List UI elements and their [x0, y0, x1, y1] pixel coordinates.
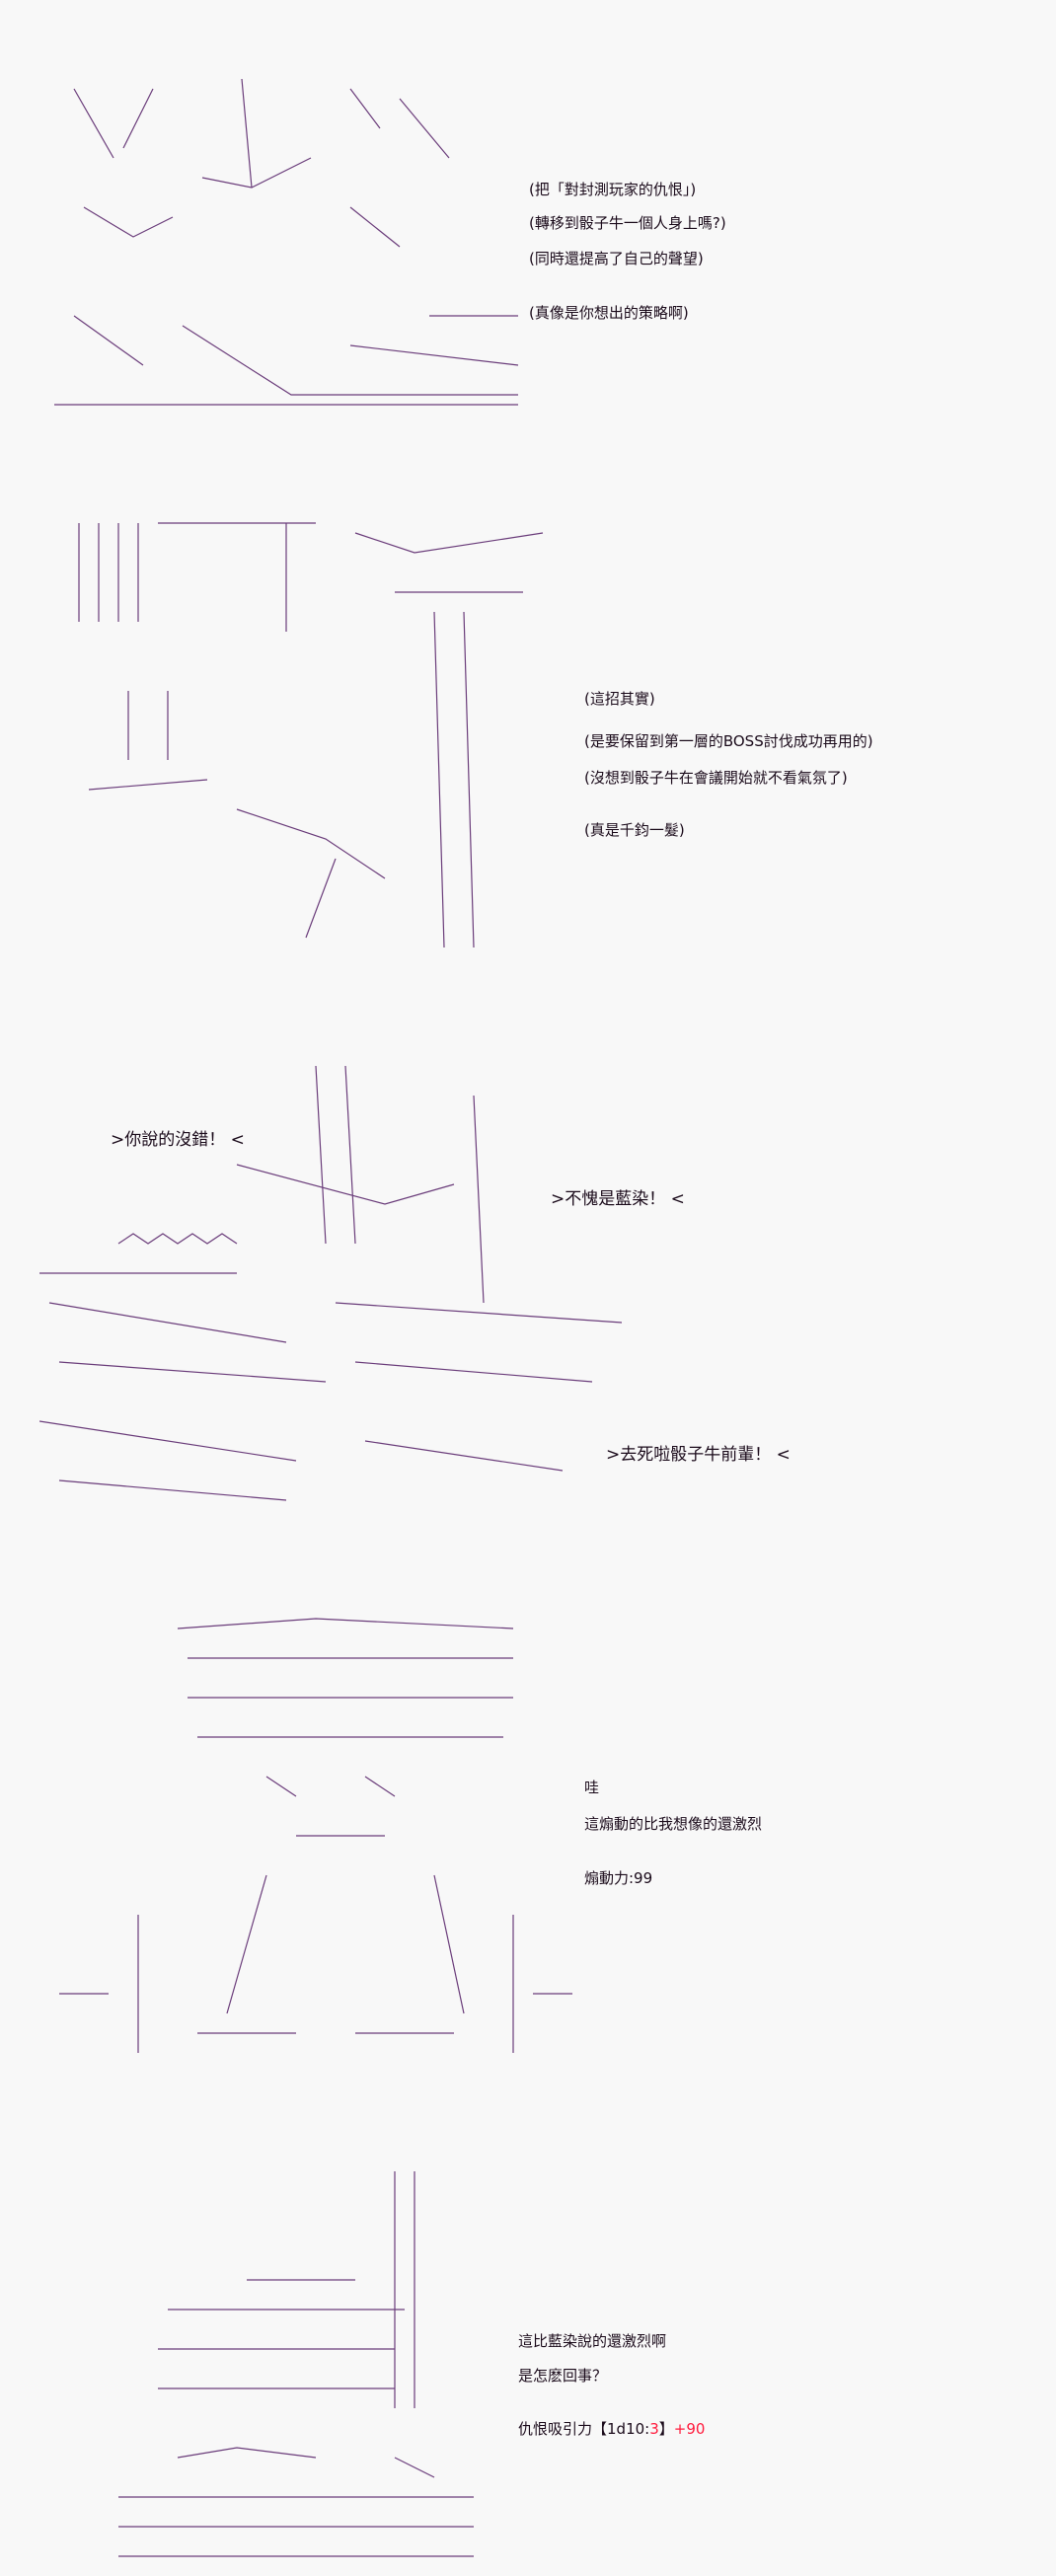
narration-line: 是怎麽回事？ [518, 2367, 608, 2385]
ascii-art-panel-2 [78, 522, 544, 947]
narration-line: 這比藍染說的還激烈啊 [518, 2332, 667, 2350]
speech-bubble-bottom: >去死啦骰子牛前輩！ < [606, 1445, 791, 1465]
ascii-art-panel-3 [39, 1065, 622, 1501]
narration-line: (轉移到骰子牛一個人身上嗎?) [529, 214, 726, 232]
ascii-art-panel-4 [59, 1618, 572, 2053]
narration-line: (這招其實) [584, 690, 655, 708]
ascii-art-panel-1 [54, 78, 519, 406]
narration-line: (是要保留到第一層的BOSS討伐成功再用的) [584, 732, 873, 750]
narration-line: (真像是你想出的策略啊) [529, 304, 689, 322]
narration-line: (沒想到骰子牛在會議開始就不看氣氛了) [584, 769, 848, 787]
dice-roll-bonus: +90 [673, 2420, 706, 2438]
narration-line: 這煽動的比我想像的還激烈 [584, 1815, 763, 1833]
stat-readout: 煽動力:99 [584, 1869, 653, 1887]
ascii-art-panel-5 [118, 2171, 474, 2557]
speech-bubble-left: >你說的沒錯！ < [111, 1130, 245, 1150]
speech-bubble-right: >不愧是藍染！ < [551, 1189, 685, 1209]
narration-line: (真是千鈞一髮) [584, 821, 685, 839]
dice-roll-suffix: 】 [658, 2420, 674, 2438]
narration-line: 哇 [584, 1779, 600, 1796]
dice-roll: 仇恨吸引力【1d10:3】+90 [518, 2420, 705, 2438]
narration-line: (同時還提高了自己的聲望) [529, 250, 704, 267]
dice-roll-prefix: 仇恨吸引力【1d10: [518, 2420, 650, 2438]
dice-roll-result: 3 [649, 2420, 659, 2438]
narration-line: (把「對封測玩家的仇恨」) [529, 181, 697, 198]
